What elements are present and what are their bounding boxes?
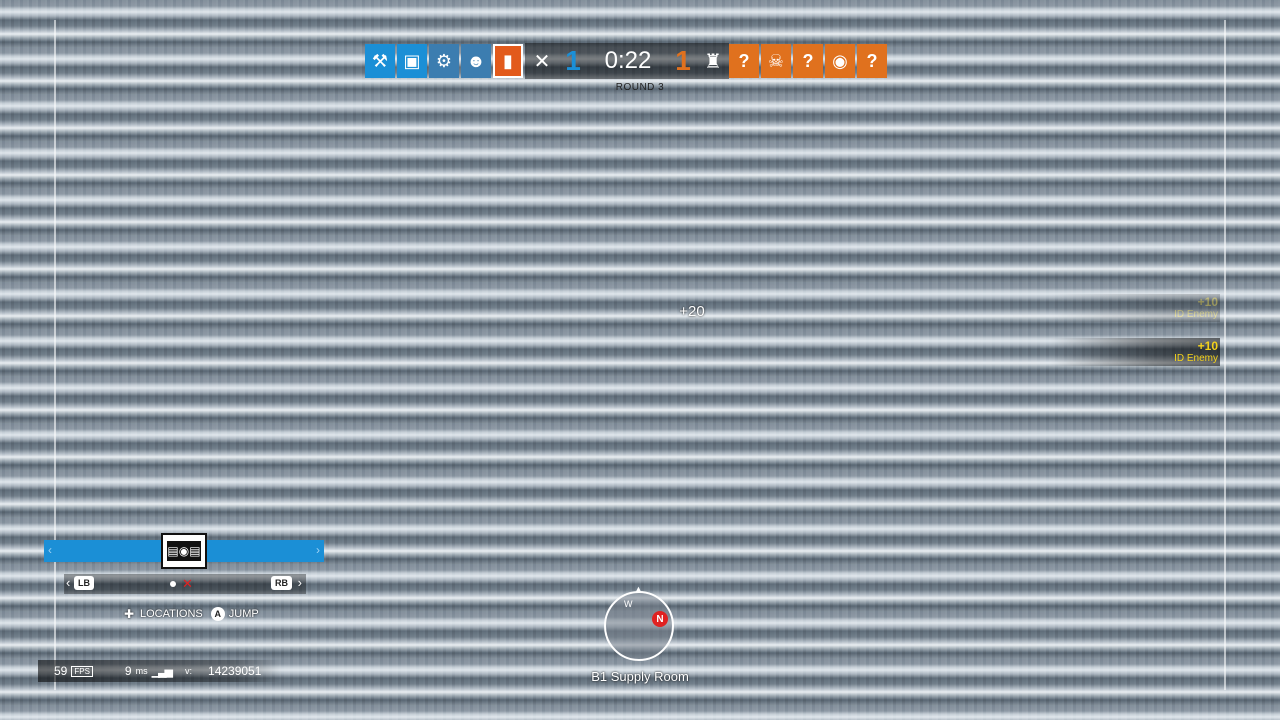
eye-icon: ◉: [825, 44, 855, 78]
round-timer: 0:22: [604, 47, 652, 74]
score-feed-item: +10 ID Enemy: [1050, 338, 1220, 366]
shield-icon: ▮: [493, 44, 523, 78]
camera-frame-right: [1224, 20, 1226, 690]
camera-dot-icon: [170, 581, 176, 587]
unknown-operator: ?: [729, 44, 759, 78]
feed-points: +10: [1197, 339, 1218, 353]
performance-stats: 59 FPS 9 ms ▁▃▅ v: 14239051: [38, 660, 282, 682]
dpad-icon: ✚: [123, 607, 135, 621]
tower-icon: ♜: [704, 50, 722, 73]
control-prompts: ✚ LOCATIONS A JUMP: [122, 607, 259, 621]
camera-switch-row: ‹ LB ✕ RB ›: [64, 574, 306, 594]
signal-bars-icon: ▁▃▅: [151, 665, 173, 678]
skull-icon: ☠: [761, 44, 791, 78]
version-value: 14239051: [208, 664, 262, 678]
chevron-left-icon[interactable]: ‹: [66, 575, 71, 590]
jump-label[interactable]: JUMP: [228, 608, 259, 620]
destroyed-camera-icon: ✕: [182, 576, 193, 591]
scoreboard: ⚒ ▣ ⚙ ☻ ▮ ✕ 1 0:22 1 ♜ ? ☠ ? ◉ ?: [365, 43, 889, 79]
feed-points: +10: [1197, 295, 1218, 309]
hit-score-popup: +20: [679, 303, 705, 320]
rb-button[interactable]: RB: [271, 576, 292, 590]
ping-unit: ms: [135, 666, 148, 676]
lb-button[interactable]: LB: [74, 576, 94, 590]
fps-value: 59: [54, 664, 68, 678]
chevron-right-icon: ›: [316, 543, 320, 557]
version-tag: v:: [185, 666, 193, 676]
feed-label: ID Enemy: [1174, 353, 1218, 364]
hammer-icon: ⚒: [365, 44, 395, 78]
camera-drone-icon: ▣: [397, 44, 427, 78]
a-button-icon: A: [210, 607, 225, 621]
unknown-operator: ?: [793, 44, 823, 78]
compass-west: W: [624, 599, 633, 609]
locations-label[interactable]: LOCATIONS: [140, 608, 203, 620]
camera-frame-left: [54, 20, 56, 690]
location-label: B1 Supply Room: [591, 669, 689, 684]
unknown-operator: ?: [857, 44, 887, 78]
heading-triangle-icon: ▲: [634, 584, 643, 594]
feed-label: ID Enemy: [1174, 309, 1218, 320]
camera-gadget-icon[interactable]: ▤◉▤: [161, 533, 207, 569]
blue-score: 1: [565, 45, 581, 76]
gear-icon: ⚙: [429, 44, 459, 78]
compass: ▲ W N: [604, 584, 674, 661]
score-center: ✕ 1 0:22 1 ♜: [525, 43, 729, 79]
crossed-swords-icon: ✕: [533, 50, 551, 73]
chevron-left-icon: ‹: [48, 543, 52, 557]
orange-score: 1: [675, 45, 691, 76]
mask-icon: ☻: [461, 44, 491, 78]
fps-tag: FPS: [71, 665, 93, 677]
ping-value: 9: [124, 664, 132, 678]
compass-north: N: [652, 611, 668, 627]
chevron-right-icon[interactable]: ›: [297, 575, 302, 590]
round-label: ROUND 3: [615, 82, 665, 93]
score-feed-item: +10 ID Enemy: [1050, 294, 1220, 322]
